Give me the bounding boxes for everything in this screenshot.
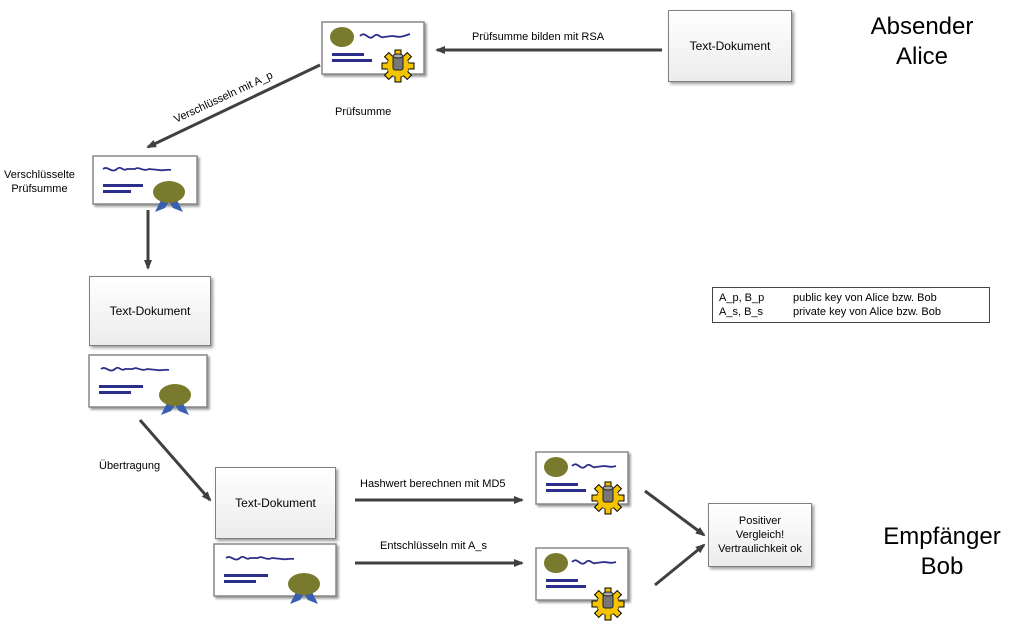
receiver-line2: Bob: [920, 553, 964, 580]
result-line3: Vertraulichkeit ok: [718, 543, 802, 555]
legend-desc: public key von Alice bzw. Bob: [793, 292, 937, 304]
checksum-rsa-label: Prüfsumme bilden mit RSA: [472, 31, 605, 43]
encrypted-checksum-certificate: [92, 155, 198, 212]
encrypt-label: Verschlüsseln mit A_p: [172, 69, 275, 125]
transfer-certificate: [88, 354, 208, 415]
decrypt-label: Entschlüsseln mit A_s: [380, 540, 487, 552]
arrow-transfer: [138, 419, 212, 502]
received-certificate: [213, 543, 337, 604]
sender-heading: Absender Alice: [862, 12, 982, 72]
encrypted-checksum-line2: Prüfsumme: [11, 183, 68, 195]
gear-icon: [591, 587, 625, 621]
legend-key: A_p, B_p: [719, 292, 765, 304]
result-line2: Vergleich!: [735, 529, 785, 541]
sender-line2: Alice: [895, 43, 949, 70]
encrypted-checksum-line1: Verschlüsselte: [4, 169, 75, 181]
gear-icon: [591, 481, 625, 515]
legend-row-public: A_p, B_p public key von Alice bzw. Bob: [719, 291, 983, 305]
middle-doc-label: Text-Dokument: [109, 304, 191, 318]
bob-text-document: Text-Dokument: [215, 467, 336, 539]
result-line1: Positiver: [738, 515, 782, 527]
alice-text-document: Text-Dokument: [668, 10, 792, 82]
middle-text-document: Text-Dokument: [89, 276, 211, 346]
transfer-label: Übertragung: [99, 460, 161, 472]
arrow-compare-top: [644, 489, 706, 537]
sender-line1: Absender: [870, 13, 974, 40]
legend-desc: private key von Alice bzw. Bob: [793, 306, 941, 318]
arrow-encrypt: [146, 63, 321, 149]
legend-row-private: A_s, B_s private key von Alice bzw. Bob: [719, 305, 983, 319]
legend-key: A_s, B_s: [719, 306, 764, 318]
alice-doc-label: Text-Dokument: [689, 39, 771, 53]
receiver-heading: Empfänger Bob: [872, 522, 1012, 582]
bob-doc-label: Text-Dokument: [235, 496, 316, 510]
arrow-compare-bottom: [654, 543, 706, 587]
checksum-certificate: [321, 21, 425, 83]
hash-md5-label: Hashwert berechnen mit MD5: [360, 478, 506, 490]
receiver-line1: Empfänger: [883, 523, 1001, 550]
positive-comparison-box: Positiver Vergleich! Vertraulichkeit ok: [708, 503, 812, 567]
key-legend: A_p, B_p public key von Alice bzw. Bob A…: [712, 287, 990, 323]
checksum-label: Prüfsumme: [335, 106, 392, 118]
encrypted-checksum-label: Verschlüsselte Prüfsumme: [4, 168, 75, 196]
gear-icon: [381, 49, 415, 83]
md5-hash-certificate: [535, 451, 629, 515]
decrypted-checksum-certificate: [535, 547, 629, 621]
